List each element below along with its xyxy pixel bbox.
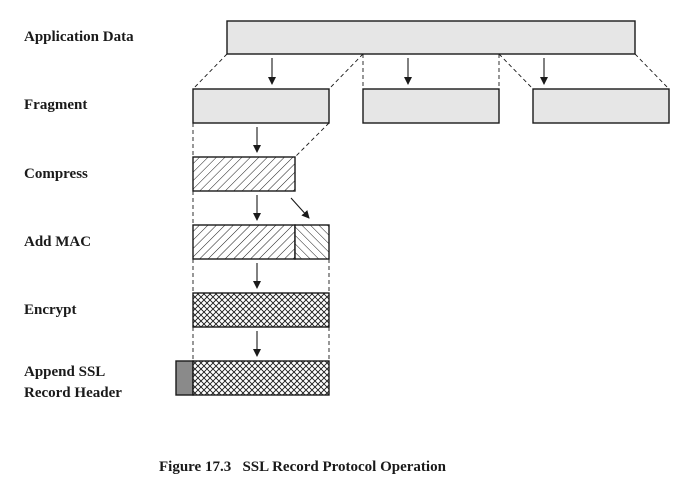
fragment-block bbox=[362, 88, 500, 124]
split-line bbox=[498, 53, 534, 90]
encrypted-payload-block bbox=[192, 360, 330, 396]
compressed-data-block bbox=[192, 224, 296, 260]
label-application-data: Application Data bbox=[24, 29, 134, 45]
label-append-header-line2: Record Header bbox=[24, 385, 122, 401]
ssl-record-header-block bbox=[175, 360, 194, 396]
label-compress: Compress bbox=[24, 166, 88, 182]
split-line bbox=[192, 53, 228, 90]
fragment-block bbox=[532, 88, 670, 124]
guide-line bbox=[294, 122, 330, 158]
application-data-block bbox=[226, 20, 636, 55]
label-encrypt: Encrypt bbox=[24, 302, 77, 318]
split-line bbox=[328, 53, 364, 90]
mac-block bbox=[294, 224, 330, 260]
label-append-header-line1: Append SSL bbox=[24, 364, 105, 380]
encrypted-block bbox=[192, 292, 330, 328]
fragment-block bbox=[192, 88, 330, 124]
compressed-block bbox=[192, 156, 296, 192]
figure-caption: Figure 17.3 SSL Record Protocol Operatio… bbox=[159, 459, 447, 475]
mac-arrow bbox=[290, 197, 310, 219]
split-line bbox=[634, 53, 670, 90]
label-fragment: Fragment bbox=[24, 97, 87, 113]
label-add-mac: Add MAC bbox=[24, 234, 91, 250]
